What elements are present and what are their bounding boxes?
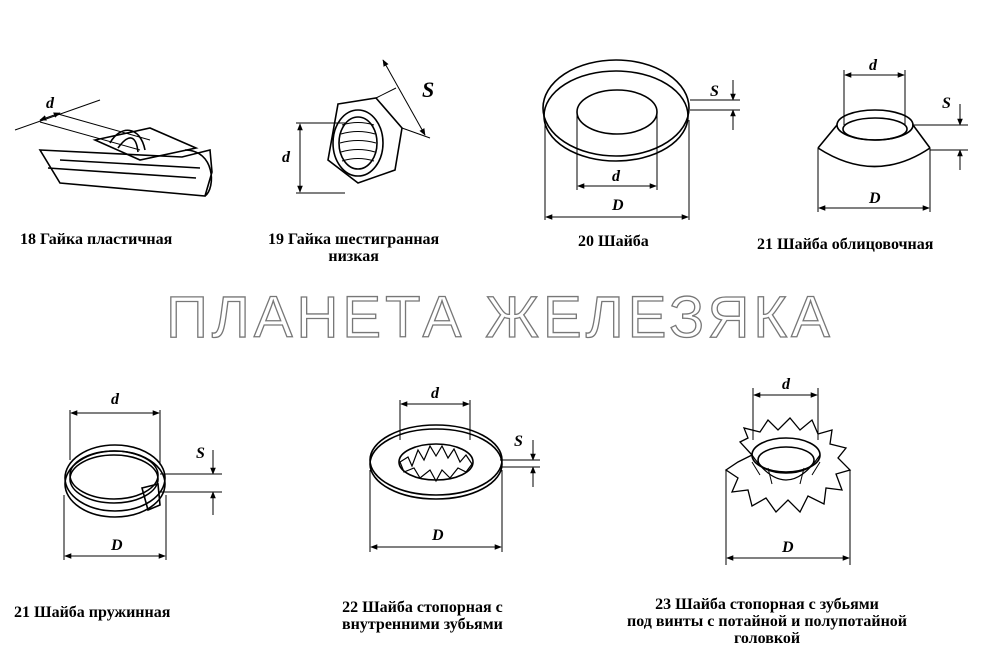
caption-21-line-1: 21 Шайба облицовочная [757, 236, 934, 253]
part-21-facing-washer [817, 70, 968, 212]
caption-22-line-1: 22 Шайба стопорная с [342, 599, 503, 616]
part-22-internal-tooth-washer [369, 400, 540, 552]
caption-22-line-2: внутренними зубьями [342, 616, 503, 633]
caption-23: 23 Шайба стопорная с зубьями под винты с… [627, 596, 907, 647]
caption-spring: 21 Шайба пружинная [14, 604, 170, 621]
dim-D-spring: D [110, 537, 123, 554]
caption-21: 21 Шайба облицовочная [757, 236, 933, 253]
caption-22: 22 Шайба стопорная с внутренними зубьями [342, 599, 503, 633]
caption-23-line-3: головкой [733, 630, 801, 647]
watermark: ПЛАНЕТА ЖЕЛЕЗЯКА [165, 284, 834, 350]
dim-S-20: S [710, 83, 719, 100]
dim-d-22: d [431, 385, 440, 402]
dim-d-21: d [869, 57, 878, 74]
dim-D-22: D [431, 527, 444, 544]
caption-23-line-1: 23 Шайба стопорная с зубьями [655, 596, 879, 613]
dim-S-spring: S [196, 445, 205, 462]
caption-19-line-1: 19 Гайка шестигранная [268, 231, 440, 248]
caption-20: 20 Шайба [578, 233, 649, 250]
dim-S-22: S [514, 433, 523, 450]
dim-d-19: d [282, 149, 291, 166]
caption-18: 18 Гайка пластичная [20, 231, 172, 248]
dim-S-19: S [422, 77, 434, 102]
dim-d-20: d [612, 168, 621, 185]
part-18-plastic-nut [14, 99, 213, 197]
caption-18-line-1: 18 Гайка пластичная [20, 231, 173, 248]
dim-D-21: D [868, 190, 881, 207]
caption-spring-line-1: 21 Шайба пружинная [14, 604, 171, 621]
part-23-countersunk-tooth-washer [724, 388, 852, 565]
dim-d-23: d [782, 376, 791, 393]
caption-23-line-2: под винты с потайной и полупотайной [627, 613, 908, 630]
caption-19: 19 Гайка шестигранная низкая [268, 231, 439, 265]
part-19-hex-nut [296, 59, 431, 194]
dim-d-18: d [46, 95, 55, 112]
caption-20-line-1: 20 Шайба [578, 233, 649, 250]
dim-S-21: S [942, 95, 951, 112]
dim-D-23: D [781, 539, 794, 556]
part-20-washer [542, 59, 740, 220]
dim-D-20: D [611, 197, 624, 214]
dim-d-spring: d [111, 391, 120, 408]
part-21-spring-washer [63, 410, 222, 560]
caption-19-line-2: низкая [328, 248, 379, 265]
